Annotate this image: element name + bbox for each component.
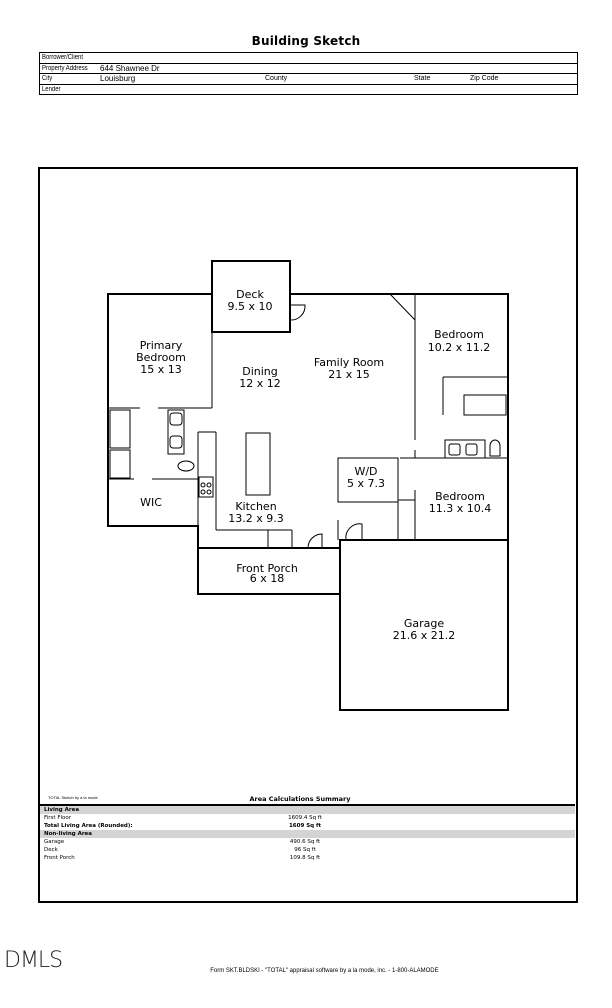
borrower-row: Borrower/Client [40,53,577,64]
form-footer: Form SKT.BLDSKI - "TOTAL" appraisal soft… [210,967,439,974]
city-label: City [42,75,53,82]
city-row: City Louisburg County State Zip Code [40,74,577,85]
room-porch-dims: 6 x 18 [250,572,285,585]
room-bedroom1-dims: 10.2 x 11.2 [428,341,491,354]
dmls-logo: DMLS [4,948,63,973]
area-summary-table: Living Area First Floor 1609.4 Sq ft Tot… [40,804,575,862]
room-bedroom1-name: Bedroom [434,328,484,341]
room-garage-dims: 21.6 x 21.2 [393,629,456,642]
deck-row: Deck 96 Sq ft [44,847,316,853]
lender-label: Lender [42,85,61,93]
room-deck-dims: 9.5 x 10 [228,300,273,313]
room-dining-dims: 12 x 12 [239,377,281,390]
borrower-label: Borrower/Client [42,54,84,61]
summary-title: Area Calculations Summary [249,795,351,803]
sketch-credit: TOTAL Sketch by a la mode [48,795,98,800]
living-area-header: Living Area [40,806,575,814]
sketch-frame [38,167,578,903]
room-porch-name: Front Porch [236,562,298,575]
room-deck-name: Deck [236,288,264,301]
room-primary-name: Primary [140,339,183,352]
garage-row: Garage 490.6 Sq ft [44,839,321,845]
room-bedroom2-dims: 11.3 x 10.4 [429,502,492,515]
room-garage-name: Garage [404,617,445,630]
room-labels: Deck 9.5 x 10 Primary Bedroom 15 x 13 Di… [136,288,491,642]
room-family-name: Family Room [314,356,384,369]
room-primary-dims: 15 x 13 [140,363,182,376]
address-row: Property Address 644 Shawnee Dr [40,63,577,74]
room-wic-name: WIC [140,496,162,509]
nonliving-area-header: Non-living Area [40,830,575,838]
county-label: County [265,75,288,82]
room-family-dims: 21 x 15 [328,368,370,381]
address-label: Property Address [42,64,88,72]
room-dining-name: Dining [242,365,278,378]
room-bedroom2-name: Bedroom [435,490,485,503]
room-kitchen-name: Kitchen [235,500,276,513]
property-info-table: Borrower/Client Property Address 644 Sha… [39,52,578,95]
total-living-row: Total Living Area (Rounded): 1609 Sq ft [44,823,322,829]
porch-row: Front Porch 109.8 Sq ft [44,855,321,861]
room-kitchen-dims: 13.2 x 9.3 [228,512,284,525]
zip-label: Zip Code [470,75,499,82]
room-primary-name2: Bedroom [136,351,186,364]
address-value: 644 Shawnee Dr [100,63,160,73]
state-label: State [414,75,431,82]
room-wd-dims: 5 x 7.3 [347,477,385,490]
first-floor-row: First Floor 1609.4 Sq ft [44,815,322,821]
city-value: Louisburg [100,74,136,83]
page-title: Building Sketch [251,34,361,48]
room-wd-name: W/D [354,465,377,478]
lender-row: Lender [40,85,577,95]
